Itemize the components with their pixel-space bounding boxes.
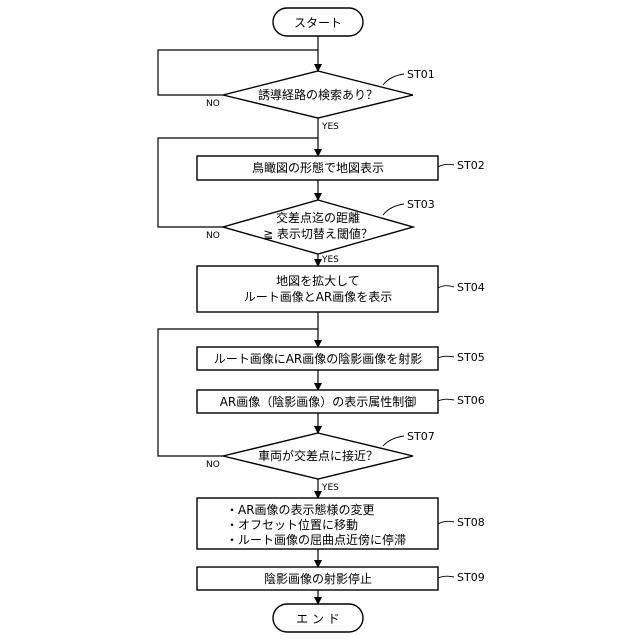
process-st05-label: ルート画像にAR画像の陰影画像を射影 [214, 351, 423, 366]
leader-st08 [438, 521, 454, 524]
step-st06: ST06 [457, 394, 485, 407]
process-st06-label: AR画像（陰影画像）の表示属性制御 [220, 394, 417, 409]
leader-st07 [383, 436, 404, 446]
leader-st04 [438, 286, 454, 288]
yes-label-st01: YES [321, 122, 339, 132]
process-st04-label-1: 地図を拡大して [276, 274, 360, 288]
step-st05: ST05 [457, 351, 485, 364]
decision-st03-label-1: 交差点迄の距離 [276, 210, 360, 225]
end-label: エ ン ド [296, 612, 340, 626]
process-st09-label: 陰影画像の射影停止 [264, 571, 372, 586]
step-st04: ST04 [457, 281, 485, 294]
decision-st07-label: 車両が交差点に接近？ [258, 448, 378, 463]
leader-st05 [438, 356, 454, 358]
leader-st06 [438, 399, 454, 401]
decision-st01-label: 誘導経路の検索あり？ [258, 87, 378, 102]
leader-st03 [383, 204, 404, 215]
process-st08-label-3: ・ルート画像の屈曲点近傍に停滞 [226, 532, 406, 547]
no-label-st07: NO [206, 460, 220, 470]
step-st07: ST07 [407, 430, 435, 443]
decision-st03-label-2: ≧ 表示切替え閾値？ [263, 226, 373, 241]
step-st09: ST09 [457, 571, 485, 584]
leader-st02 [438, 164, 454, 167]
no-label-st01: NO [206, 99, 220, 109]
process-st04 [197, 266, 438, 312]
step-st03: ST03 [407, 198, 435, 211]
step-st08: ST08 [457, 516, 485, 529]
process-st08-label-2: ・オフセット位置に移動 [226, 517, 358, 532]
start-label: スタート [294, 16, 342, 30]
process-st08-label-1: ・AR画像の表示態様の変更 [226, 502, 375, 517]
yes-label-st07: YES [321, 483, 339, 493]
leader-st09 [438, 576, 454, 578]
yes-label-st03: YES [321, 255, 339, 265]
leader-st01 [383, 74, 404, 85]
step-st01: ST01 [407, 68, 435, 81]
process-st02-label: 鳥瞰図の形態で地図表示 [252, 160, 384, 175]
process-st04-label-2: ルート画像とAR画像を表示 [244, 290, 393, 304]
no-label-st03: NO [206, 231, 220, 241]
step-st02: ST02 [457, 159, 485, 172]
